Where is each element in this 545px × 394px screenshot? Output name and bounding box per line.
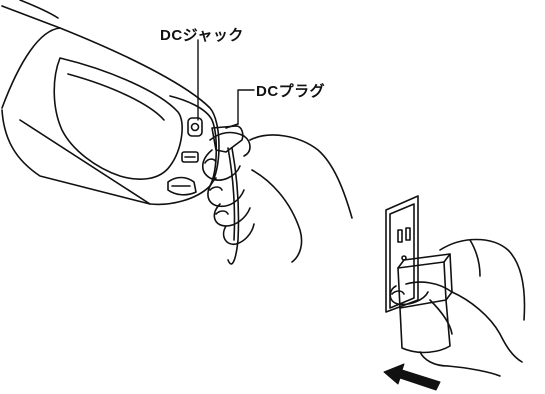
dc-jack-label: DCジャック xyxy=(160,27,244,44)
battery-device-drawing xyxy=(1,0,220,206)
hand-with-plug-drawing xyxy=(201,123,353,265)
hand-on-adapter-drawing xyxy=(389,238,526,363)
dc-plug-label: DCプラグ xyxy=(256,83,326,100)
ac-adapter-drawing xyxy=(397,253,501,377)
dc-plug-leader xyxy=(237,89,255,125)
pull-direction-arrow xyxy=(383,363,441,391)
leader-lines xyxy=(197,39,255,125)
